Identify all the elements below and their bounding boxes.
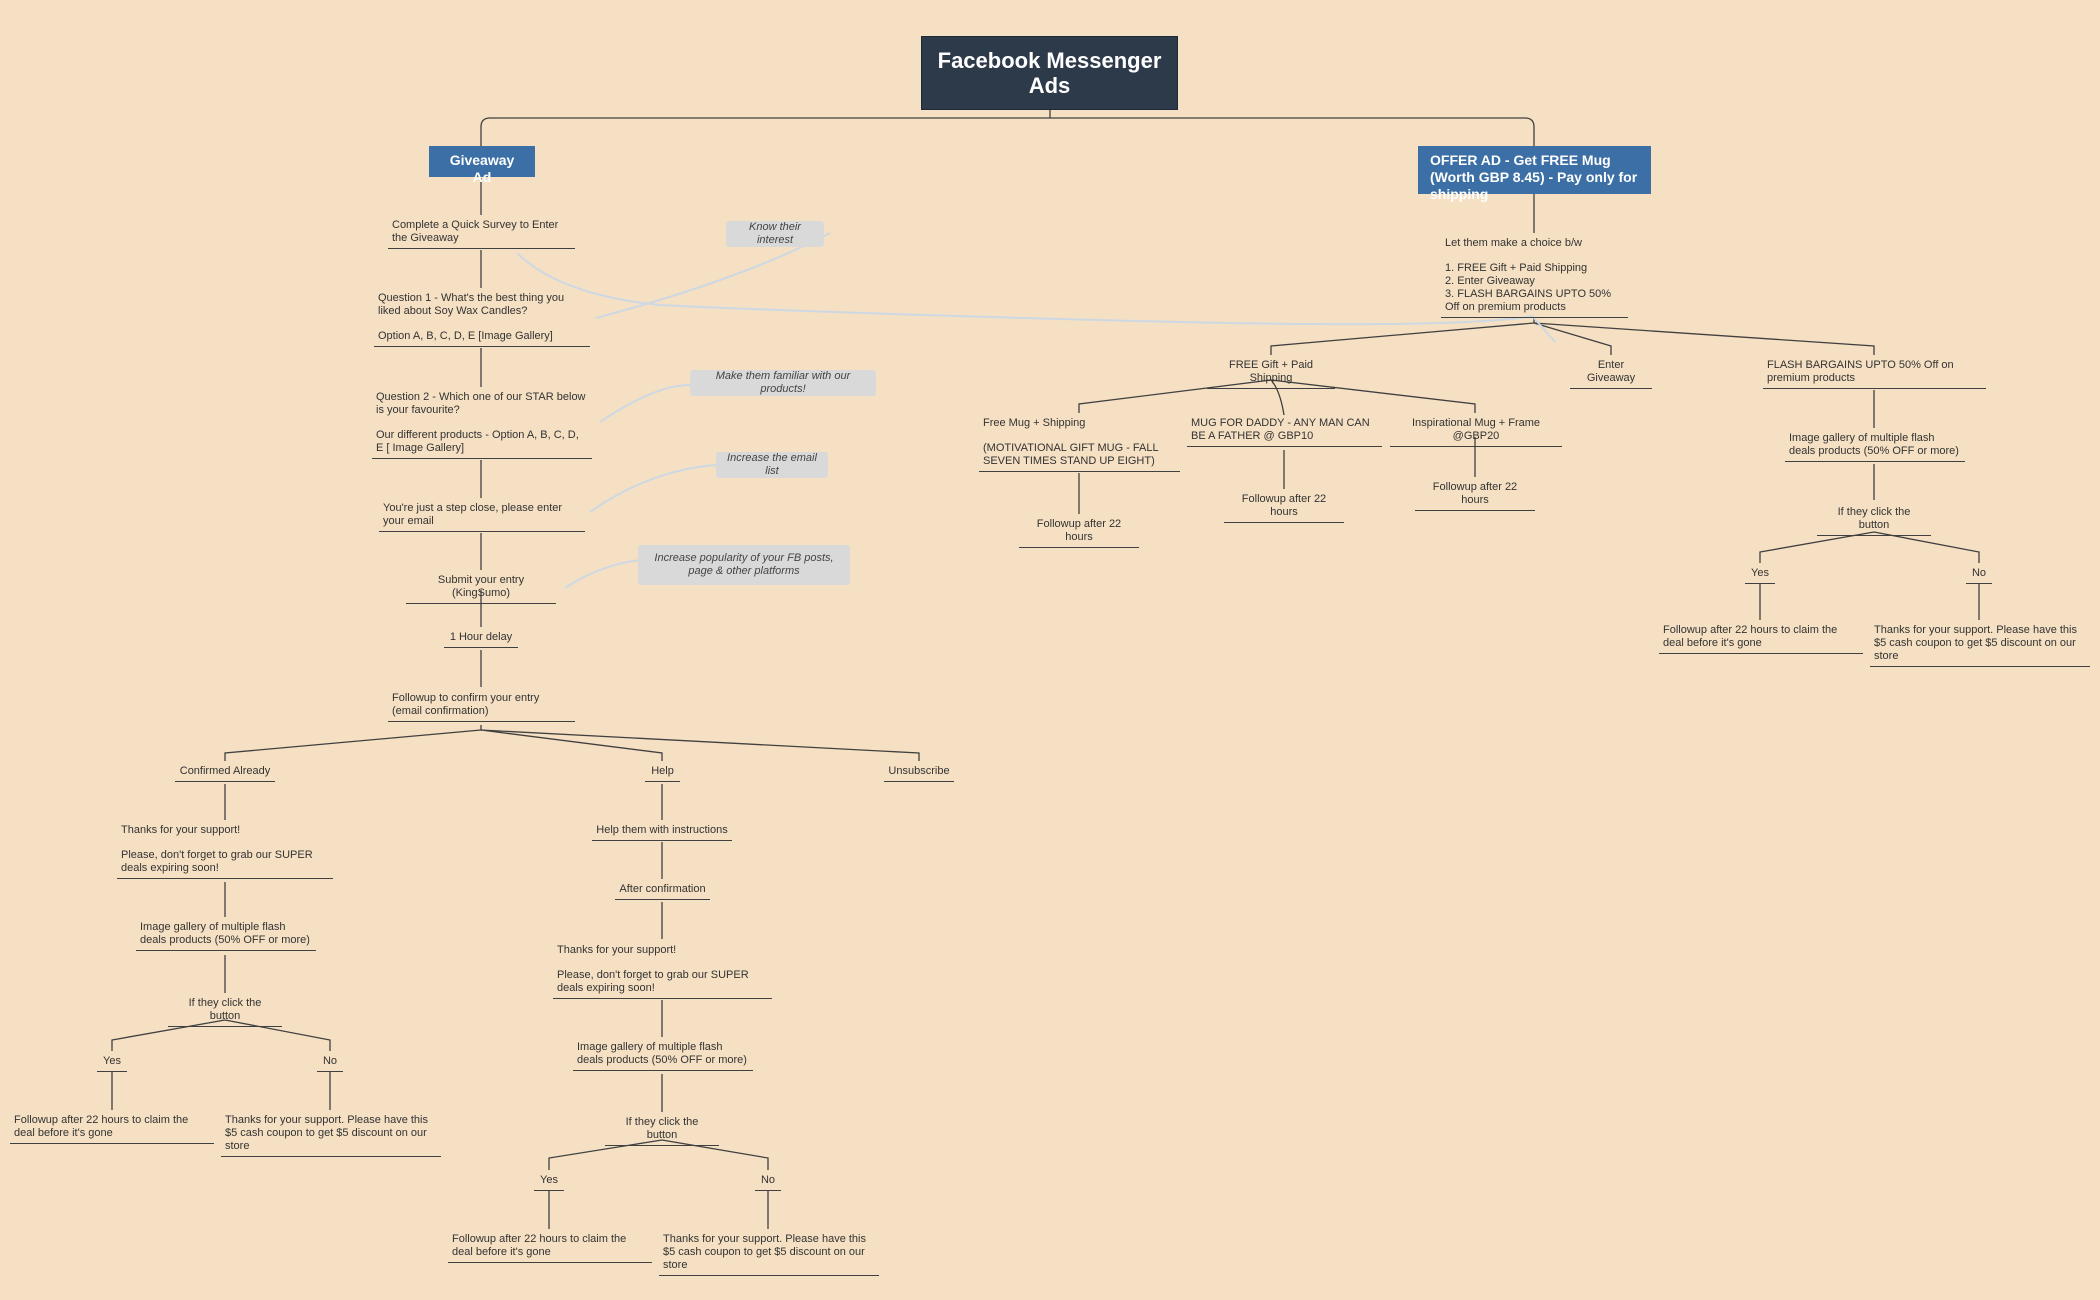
free-mug-shipping-title: Free Mug + Shipping	[983, 417, 1086, 429]
giveaway-ad-node: Giveaway Ad	[429, 146, 535, 185]
confirmed-yes-node: Yes	[97, 1053, 127, 1072]
email-step-node: You're just a step close, please enter y…	[379, 500, 585, 532]
help-yes-node: Yes	[534, 1172, 564, 1191]
page-title: Facebook Messenger Ads	[921, 36, 1178, 110]
offer-ad-node: OFFER AD - Get FREE Mug (Worth GBP 8.45)…	[1418, 146, 1651, 202]
help-thanks-line-2: Please, don't forget to grab our SUPER d…	[557, 969, 749, 994]
help-gallery-node: Image gallery of multiple flash deals pr…	[573, 1039, 753, 1071]
enter-giveaway-node: Enter Giveaway	[1570, 357, 1652, 389]
survey-node: Complete a Quick Survey to Enter the Giv…	[388, 217, 575, 249]
confirmed-thanks-line-1: Thanks for your support!	[121, 824, 241, 836]
flash-yes-node: Yes	[1745, 565, 1775, 584]
daddy-mug-node: MUG FOR DADDY - ANY MAN CAN BE A FATHER …	[1187, 415, 1382, 447]
followup-confirm-node: Followup to confirm your entry (email co…	[388, 690, 575, 722]
submit-entry-node: Submit your entry (KingSumo)	[406, 572, 556, 604]
flash-yes-followup-node: Followup after 22 hours to claim the dea…	[1659, 622, 1863, 654]
help-thanks-line-1: Thanks for your support!	[557, 944, 677, 956]
confirmed-already-node: Confirmed Already	[175, 763, 275, 782]
confirmed-thanks-line-2: Please, don't forget to grab our SUPER d…	[121, 849, 313, 874]
help-no-node: No	[755, 1172, 781, 1191]
confirmed-yes-followup-node: Followup after 22 hours to claim the dea…	[10, 1112, 214, 1144]
question-1-text: Question 1 - What's the best thing you l…	[378, 292, 565, 317]
free-mug-shipping-node: Free Mug + Shipping (MOTIVATIONAL GIFT M…	[979, 415, 1180, 472]
choice-node: Let them make a choice b/w 1. FREE Gift …	[1441, 235, 1628, 318]
help-no-followup-node: Thanks for your support. Please have thi…	[659, 1231, 879, 1276]
choice-intro: Let them make a choice b/w	[1445, 237, 1582, 249]
mug-frame-node: Inspirational Mug + Frame @GBP20	[1390, 415, 1562, 447]
help-yes-followup-node: Followup after 22 hours to claim the dea…	[448, 1231, 652, 1263]
flash-no-node: No	[1966, 565, 1992, 584]
free-gift-node: FREE Gift + Paid Shipping	[1207, 357, 1335, 389]
flash-if-click-node: If they click the button	[1817, 504, 1931, 536]
question-2-text: Question 2 - Which one of our STAR below…	[376, 391, 586, 416]
question-1-node: Question 1 - What's the best thing you l…	[374, 290, 590, 347]
note-email-list: Increase the email list	[716, 452, 828, 478]
after-confirmation-node: After confirmation	[615, 881, 710, 900]
confirmed-gallery-node: Image gallery of multiple flash deals pr…	[136, 919, 316, 951]
free-mug-followup-node: Followup after 22 hours	[1019, 516, 1139, 548]
help-thanks-node: Thanks for your support! Please, don't f…	[553, 942, 772, 999]
free-mug-shipping-detail: (MOTIVATIONAL GIFT MUG - FALL SEVEN TIME…	[983, 442, 1159, 467]
note-familiar-products: Make them familiar with our products!	[690, 370, 876, 396]
confirmed-no-node: No	[317, 1053, 343, 1072]
help-if-click-node: If they click the button	[605, 1114, 719, 1146]
delay-node: 1 Hour delay	[444, 629, 518, 648]
confirmed-thanks-node: Thanks for your support! Please, don't f…	[117, 822, 333, 879]
note-know-interest: Know their interest	[726, 221, 824, 247]
confirmed-if-click-node: If they click the button	[168, 995, 282, 1027]
confirmed-no-followup-node: Thanks for your support. Please have thi…	[221, 1112, 441, 1157]
daddy-mug-followup-node: Followup after 22 hours	[1224, 491, 1344, 523]
choice-option-3: 3. FLASH BARGAINS UPTO 50% Off on premiu…	[1445, 288, 1612, 313]
unsubscribe-node: Unsubscribe	[884, 763, 954, 782]
flash-no-followup-node: Thanks for your support. Please have thi…	[1870, 622, 2090, 667]
help-node: Help	[645, 763, 680, 782]
mug-frame-followup-node: Followup after 22 hours	[1415, 479, 1535, 511]
question-2-options: Our different products - Option A, B, C,…	[376, 429, 579, 454]
flash-gallery-node: Image gallery of multiple flash deals pr…	[1785, 430, 1965, 462]
choice-option-2: 2. Enter Giveaway	[1445, 275, 1535, 287]
question-1-options: Option A, B, C, D, E [Image Gallery]	[378, 330, 553, 342]
flash-bargains-node: FLASH BARGAINS UPTO 50% Off on premium p…	[1763, 357, 1986, 389]
note-popularity: Increase popularity of your FB posts, pa…	[638, 545, 850, 585]
choice-option-1: 1. FREE Gift + Paid Shipping	[1445, 262, 1588, 274]
question-2-node: Question 2 - Which one of our STAR below…	[372, 389, 592, 459]
help-instructions-node: Help them with instructions	[592, 822, 732, 841]
